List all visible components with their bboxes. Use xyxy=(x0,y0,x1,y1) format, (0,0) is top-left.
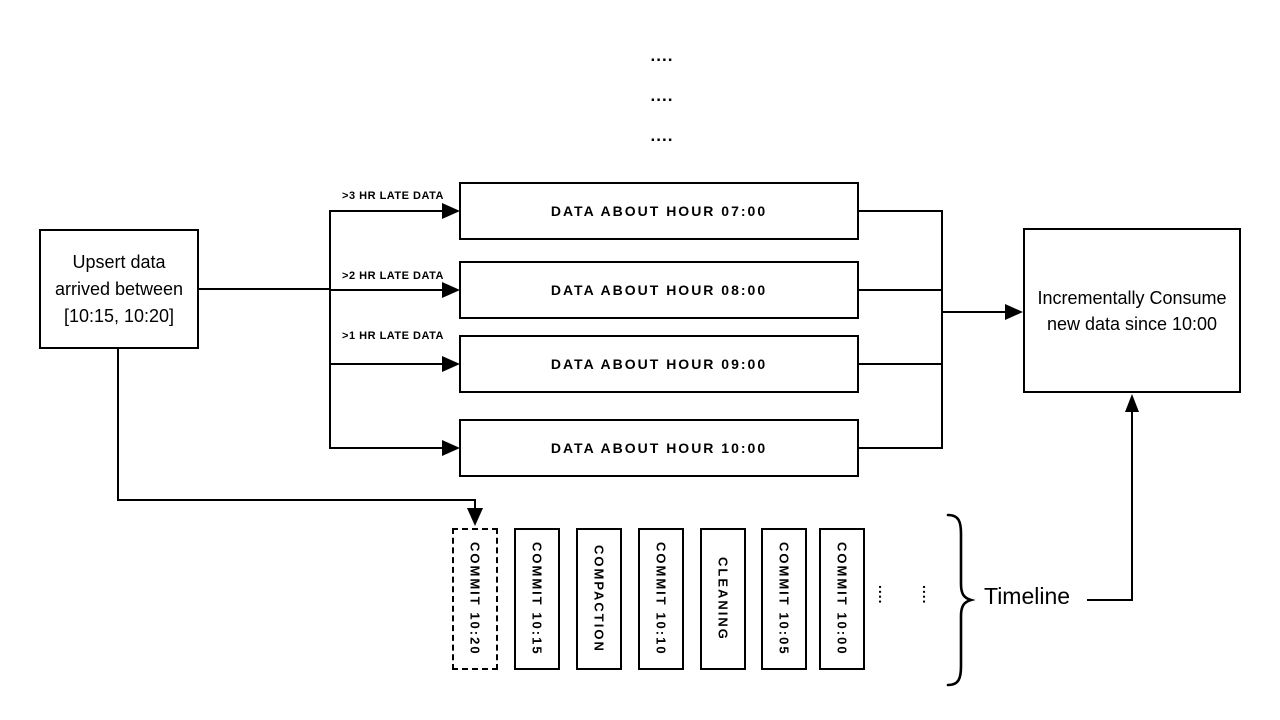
timeline-item-label: COMMIT 10:10 xyxy=(653,542,669,656)
arrow-line xyxy=(941,311,1006,313)
curly-brace-icon xyxy=(946,513,976,687)
top-ellipsis-row: .... xyxy=(650,86,674,105)
late-data-label: >2 HR LATE DATA xyxy=(342,270,444,282)
upsert-data-line: Upsert data xyxy=(72,251,166,272)
connector-line xyxy=(859,289,943,291)
timeline-item-commit-1010: COMMIT 10:10 xyxy=(638,528,684,670)
top-ellipsis-row: .... xyxy=(650,126,674,145)
branch-line xyxy=(329,210,331,449)
connector-line xyxy=(117,349,119,500)
incremental-consume-line: new data since 10:00 xyxy=(1046,313,1218,334)
data-hour-box: DATA ABOUT HOUR 07:00 xyxy=(459,182,859,240)
incremental-consume-box: Incrementally Consume new data since 10:… xyxy=(1023,228,1241,393)
connector-line xyxy=(199,288,330,290)
timeline-label: Timeline xyxy=(984,583,1071,609)
arrowhead-right-icon xyxy=(442,282,460,298)
connector-line xyxy=(859,447,943,449)
timeline-ellipsis: .... xyxy=(920,585,936,605)
upsert-data-line: [10:15, 10:20] xyxy=(63,305,175,326)
arrowhead-down-icon xyxy=(467,508,483,526)
connector-line xyxy=(859,363,943,365)
arrow-line xyxy=(329,210,443,212)
data-hour-label: DATA ABOUT HOUR 10:00 xyxy=(550,440,768,456)
arrowhead-right-icon xyxy=(442,203,460,219)
connector-line xyxy=(474,499,476,510)
data-hour-label: DATA ABOUT HOUR 08:00 xyxy=(550,282,768,298)
connector-line xyxy=(1131,410,1133,601)
timeline-item-commit-1005: COMMIT 10:05 xyxy=(761,528,807,670)
timeline-item-compaction: COMPACTION xyxy=(576,528,622,670)
arrow-line xyxy=(329,447,443,449)
timeline-item-label: COMMIT 10:15 xyxy=(529,542,545,656)
incremental-consume-line: Incrementally Consume xyxy=(1037,287,1227,308)
timeline-item-label: COMMIT 10:00 xyxy=(834,542,850,656)
data-hour-label: DATA ABOUT HOUR 09:00 xyxy=(550,356,768,372)
timeline-item-cleaning: CLEANING xyxy=(700,528,746,670)
upsert-data-line: arrived between xyxy=(54,278,184,299)
collector-line xyxy=(941,210,943,449)
timeline-item-label: CLEANING xyxy=(715,557,731,641)
timeline-item-label: COMMIT 10:05 xyxy=(776,542,792,656)
timeline-item-label: COMMIT 10:20 xyxy=(467,542,483,656)
data-hour-box: DATA ABOUT HOUR 10:00 xyxy=(459,419,859,477)
late-data-label: >1 HR LATE DATA xyxy=(342,330,444,342)
arrowhead-right-icon xyxy=(442,440,460,456)
data-hour-label: DATA ABOUT HOUR 07:00 xyxy=(550,203,768,219)
top-ellipsis-row: .... xyxy=(650,46,674,65)
data-hour-box: DATA ABOUT HOUR 09:00 xyxy=(459,335,859,393)
arrowhead-right-icon xyxy=(1005,304,1023,320)
timeline-item-commit-1020: COMMIT 10:20 xyxy=(452,528,498,670)
connector-line xyxy=(859,210,943,212)
arrowhead-up-icon xyxy=(1125,394,1139,412)
late-data-label: >3 HR LATE DATA xyxy=(342,190,444,202)
data-hour-box: DATA ABOUT HOUR 08:00 xyxy=(459,261,859,319)
arrow-line xyxy=(329,363,443,365)
timeline-item-commit-1015: COMMIT 10:15 xyxy=(514,528,560,670)
connector-line xyxy=(117,499,476,501)
upsert-data-box: Upsert data arrived between [10:15, 10:2… xyxy=(39,229,199,349)
timeline-ellipsis: .... xyxy=(876,585,892,605)
connector-line xyxy=(1087,599,1133,601)
arrow-line xyxy=(329,289,443,291)
arrowhead-right-icon xyxy=(442,356,460,372)
timeline-item-label: COMPACTION xyxy=(591,545,607,653)
timeline-item-commit-1000: COMMIT 10:00 xyxy=(819,528,865,670)
